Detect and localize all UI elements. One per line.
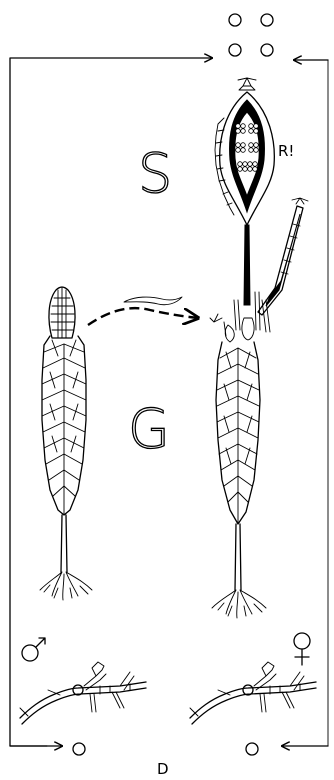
fertilization-arrow — [88, 308, 198, 325]
female-gametophyte — [210, 292, 270, 618]
gametophyte-letter: G — [128, 398, 170, 461]
sporophyte-capsule — [215, 78, 274, 305]
bottom-right-spore-icon — [246, 743, 258, 755]
bottom-left-spore-icon — [73, 743, 85, 755]
sporophyte-letter: S — [138, 142, 172, 205]
sporophyte-capsule-young — [258, 198, 308, 315]
meiosis-mark: R! — [278, 142, 294, 160]
male-protonema — [20, 662, 146, 724]
sperm-icon — [124, 297, 182, 305]
bottom-mark: D — [157, 760, 169, 778]
female-protonema — [190, 662, 316, 724]
male-gametophyte — [40, 287, 92, 600]
female-symbol-icon — [294, 633, 310, 665]
male-symbol-icon — [22, 638, 45, 661]
spore-tetrad-icon — [229, 14, 273, 56]
